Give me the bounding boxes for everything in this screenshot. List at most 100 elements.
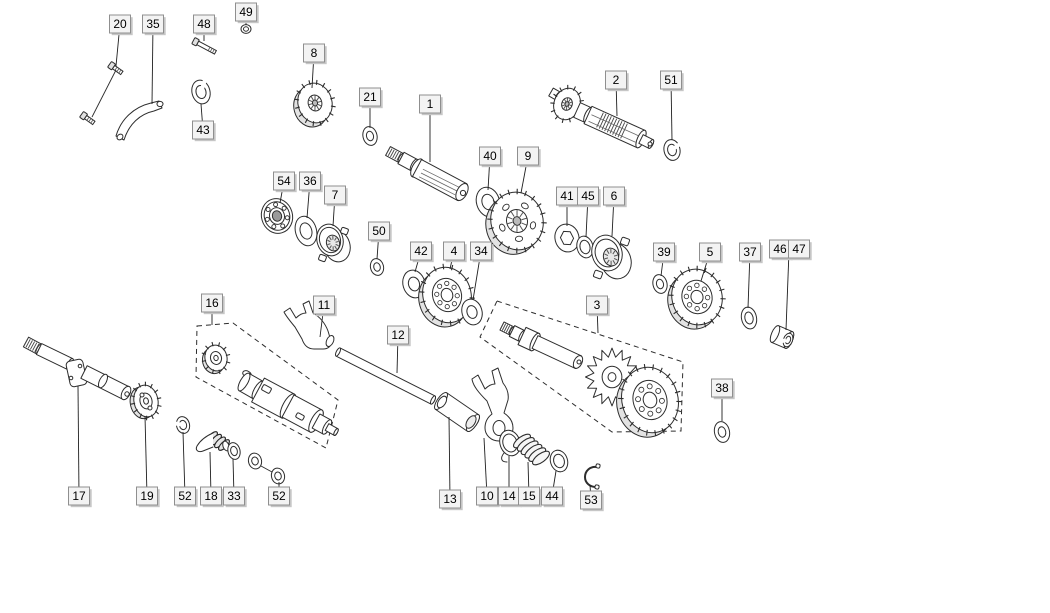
part-44-ring: [549, 449, 569, 473]
callout-box: [518, 486, 540, 506]
callout-number: 36: [303, 174, 317, 188]
part-33-ring: [227, 442, 241, 460]
callout-number: 46: [773, 242, 787, 256]
callout-box: [387, 325, 409, 345]
part-52-ring-pair-b: [247, 452, 286, 485]
callout-number: 16: [205, 296, 219, 310]
callout-3-27: 3: [586, 295, 610, 317]
callout-box: [201, 293, 223, 313]
callout-number: 10: [480, 489, 494, 503]
callout-box: [419, 94, 441, 114]
callout-number: 43: [196, 123, 210, 137]
callout-53-43: 53: [580, 490, 604, 512]
part-36-seal-ring: [294, 215, 318, 247]
callout-number: 17: [72, 489, 86, 503]
callout-number: 8: [311, 46, 318, 60]
callout-6-21: 6: [603, 186, 627, 208]
callout-15-41: 15: [518, 486, 542, 508]
callout-box: [368, 221, 390, 241]
callout-5-23: 5: [699, 242, 723, 264]
callout-4-17: 4: [443, 241, 467, 263]
part-53-clip: [584, 463, 601, 490]
callout-number: 52: [178, 489, 192, 503]
callout-number: 7: [332, 188, 339, 202]
callout-number: 9: [525, 149, 532, 163]
callout-16-28: 16: [201, 293, 225, 315]
callout-38-30: 38: [711, 378, 735, 400]
callout-number: 12: [391, 328, 405, 342]
part-16-selector-drum: [201, 341, 339, 436]
callout-box: [193, 14, 215, 34]
callout-number: 20: [113, 17, 127, 31]
callout-box: [660, 70, 682, 90]
part-52-circlip-a: [174, 416, 191, 434]
callout-box: [580, 490, 602, 510]
callout-number: 51: [664, 73, 678, 87]
part-1-main-shaft: [385, 146, 469, 202]
callout-number: 42: [414, 244, 428, 258]
callout-number: 41: [560, 189, 574, 203]
callout-number: 18: [204, 489, 218, 503]
part-21-ring: [362, 126, 378, 146]
callout-box: [299, 171, 321, 191]
part-39-ring: [652, 274, 668, 294]
callout-number: 3: [594, 298, 601, 312]
part-6-splined-hub: [591, 234, 632, 280]
callout-52-37: 52: [268, 486, 292, 508]
callout-box: [359, 87, 381, 107]
callout-box: [268, 486, 290, 506]
part-2-output-shaft: [548, 84, 655, 149]
callout-number: 21: [363, 90, 377, 104]
part-3-countershaft: [499, 321, 682, 438]
callout-box: [586, 295, 608, 315]
callout-box: [313, 295, 335, 315]
part-35-shift-fork-arm: [115, 100, 164, 141]
callout-number: 35: [146, 17, 160, 31]
callout-box: [739, 242, 761, 262]
part-15-spring: [513, 433, 550, 466]
callout-45-20: 45: [577, 186, 601, 208]
part-20-screw-pair: [79, 61, 124, 126]
callout-43-4: 43: [192, 120, 216, 142]
part-17-kickstart-shaft: [22, 336, 132, 401]
callout-box: [136, 486, 158, 506]
callout-box: [200, 486, 222, 506]
callout-1-7: 1: [419, 94, 443, 116]
callout-box: [653, 242, 675, 262]
callout-35-1: 35: [142, 14, 166, 36]
callout-box: [109, 14, 131, 34]
callout-11-29: 11: [313, 295, 337, 317]
callout-49-3: 49: [235, 2, 259, 24]
callout-20-0: 20: [109, 14, 133, 36]
callout-number: 37: [743, 245, 757, 259]
callout-box: [476, 486, 498, 506]
callout-number: 39: [657, 245, 671, 259]
callout-40-8: 40: [479, 146, 503, 168]
part-49-nut: [240, 24, 252, 34]
part-54-bearing: [260, 198, 294, 234]
part-14-spring-seat-collar: [499, 429, 521, 463]
part-37-ring: [740, 306, 758, 330]
callout-box: [711, 378, 733, 398]
callout-number: 6: [611, 189, 618, 203]
callout-number: 19: [140, 489, 154, 503]
callout-9-9: 9: [517, 146, 541, 168]
callout-number: 2: [613, 73, 620, 87]
callout-37-24: 37: [739, 242, 763, 264]
part-9-gear: [485, 188, 547, 255]
callout-box: [324, 185, 346, 205]
callout-box: [223, 486, 245, 506]
callout-box: [699, 242, 721, 262]
callout-number: 54: [277, 174, 291, 188]
callout-39-22: 39: [653, 242, 677, 264]
callout-number: 44: [545, 489, 559, 503]
callout-21-6: 21: [359, 87, 383, 109]
callout-number: 40: [483, 149, 497, 163]
part-7-splined-hub: [316, 223, 351, 263]
callout-box: [303, 43, 325, 63]
part-51-circlip: [663, 139, 682, 161]
callout-2-10: 2: [605, 70, 629, 92]
callout-47-26: 47: [788, 239, 812, 261]
part-12-fork-shaft-rod: [334, 347, 437, 405]
